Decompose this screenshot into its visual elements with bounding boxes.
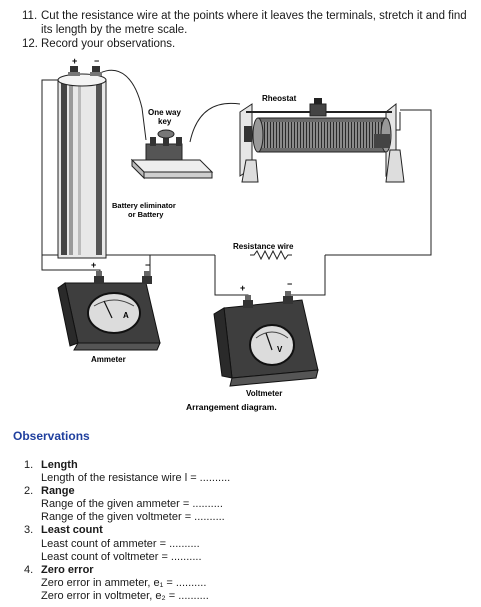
observations-list: 1. Length Length of the resistance wire … <box>22 459 462 603</box>
step-text: Record your observations. <box>41 38 176 50</box>
observation-heading: Least count <box>41 524 103 537</box>
ammeter <box>57 271 161 351</box>
voltmeter-minus-terminal: − <box>287 279 292 289</box>
battery-minus-terminal: − <box>94 56 99 66</box>
battery-plus-terminal: + <box>72 56 77 66</box>
observation-number: 2. <box>24 485 34 498</box>
rheostat <box>239 98 405 183</box>
battery-label-line1: Battery eliminator <box>112 201 176 210</box>
observation-zero-error: 4. Zero error Zero error in ammeter, e₁ … <box>22 564 462 603</box>
key-label-line2: key <box>158 117 172 126</box>
procedure-steps: 11. Cut the resistance wire at the point… <box>22 9 472 51</box>
observation-line: Least count of ammeter = .......... <box>41 537 200 550</box>
one-way-key <box>130 129 214 180</box>
observation-heading: Range <box>41 485 75 498</box>
ammeter-label: Ammeter <box>91 355 126 364</box>
resistance-wire-zigzag <box>250 249 292 261</box>
observation-line: Length of the resistance wire l = ......… <box>41 472 231 485</box>
rheostat-label: Rheostat <box>262 94 297 103</box>
observation-least-count: 3. Least count Least count of ammeter = … <box>22 524 462 563</box>
observation-range: 2. Range Range of the given ammeter = ..… <box>22 485 462 524</box>
observation-length: 1. Length Length of the resistance wire … <box>22 459 462 485</box>
step-number: 11. <box>22 10 38 22</box>
step-text: Cut the resistance wire at the points wh… <box>41 10 467 36</box>
step-number: 12. <box>22 38 38 50</box>
resistance-wire-label: Resistance wire <box>233 242 294 251</box>
observations-title: Observations <box>13 429 90 443</box>
observation-line: Zero error in voltmeter, e₂ = .......... <box>41 589 209 602</box>
diagram-caption: Arrangement diagram. <box>186 402 277 412</box>
key-label-line1: One way <box>148 108 181 117</box>
voltmeter-symbol: V <box>277 345 283 354</box>
observation-line: Range of the given ammeter = .......... <box>41 498 223 511</box>
ammeter-plus-terminal: + <box>91 260 96 270</box>
voltmeter-label: Voltmeter <box>246 389 282 398</box>
voltmeter-plus-terminal: + <box>240 283 245 293</box>
observation-number: 4. <box>24 563 34 576</box>
battery-label-line2: or Battery <box>128 210 164 219</box>
observation-number: 1. <box>24 459 34 471</box>
observation-number: 3. <box>24 524 34 537</box>
ammeter-symbol: A <box>123 311 129 320</box>
voltmeter <box>213 291 319 387</box>
arrangement-diagram: + − One way key Battery eliminator or Ba… <box>41 56 432 412</box>
step-11: 11. Cut the resistance wire at the point… <box>22 9 472 37</box>
observation-line: Range of the given voltmeter = .........… <box>41 511 225 524</box>
ammeter-minus-terminal: − <box>145 260 150 270</box>
observation-line: Zero error in ammeter, e₁ = .......... <box>41 576 207 589</box>
observation-line: Least count of voltmeter = .......... <box>41 550 202 563</box>
battery-eliminator <box>57 66 107 259</box>
step-12: 12. Record your observations. <box>22 37 472 51</box>
observation-heading: Zero error <box>41 563 94 576</box>
observation-heading: Length <box>41 459 78 471</box>
